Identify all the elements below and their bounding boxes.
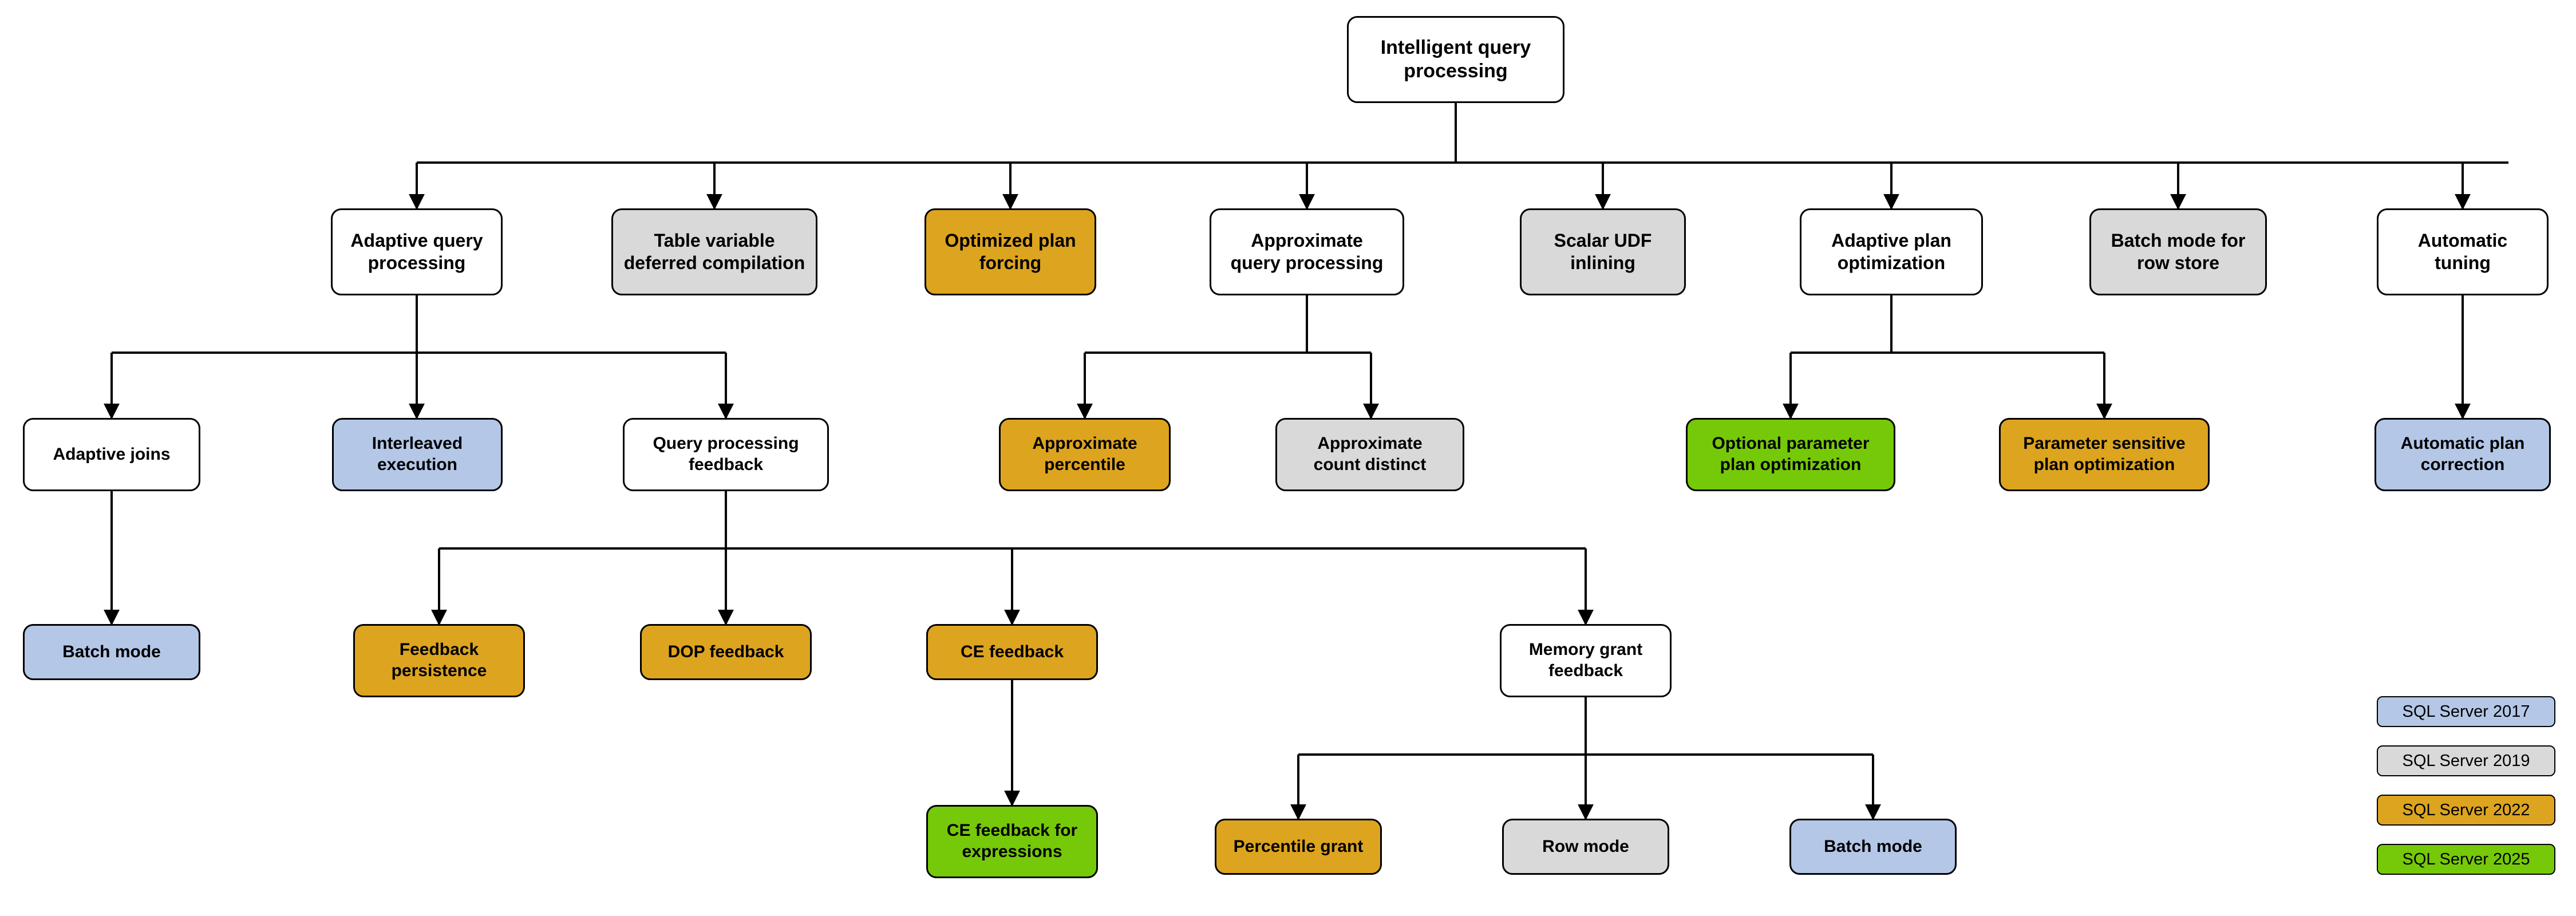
node-adaptive-plan-optimization[interactable]: Adaptive plan optimization [1800, 208, 1983, 295]
node-label: Automatic plan correction [2400, 434, 2525, 474]
node-automatic-plan-correction[interactable]: Automatic plan correction [2374, 418, 2551, 491]
node-label: Batch mode [62, 642, 161, 661]
node-memory-grant-row-mode[interactable]: Row mode [1502, 819, 1669, 875]
node-optimized-plan-forcing[interactable]: Optimized plan forcing [924, 208, 1096, 295]
node-batch-mode-for-row-store[interactable]: Batch mode for row store [2089, 208, 2267, 295]
node-label: Interleaved execution [372, 434, 463, 474]
legend-item-sql-server-2022[interactable]: SQL Server 2022 [2377, 795, 2555, 826]
legend-item-sql-server-2019[interactable]: SQL Server 2019 [2377, 745, 2555, 776]
node-parameter-sensitive-plan-optimization[interactable]: Parameter sensitive plan optimization [1999, 418, 2210, 491]
node-label: Percentile grant [1233, 836, 1364, 856]
node-feedback-persistence[interactable]: Feedback persistence [353, 624, 525, 697]
node-label: Parameter sensitive plan optimization [2023, 434, 2186, 474]
legend-label: SQL Server 2025 [2402, 850, 2530, 868]
legend-label: SQL Server 2017 [2402, 702, 2530, 721]
node-label: Query processing feedback [653, 434, 799, 474]
node-intelligent-query-processing[interactable]: Intelligent query processing [1347, 16, 1564, 103]
node-label: CE feedback for expressions [946, 821, 1078, 861]
node-query-processing-feedback[interactable]: Query processing feedback [623, 418, 829, 491]
legend-item-sql-server-2025[interactable]: SQL Server 2025 [2377, 844, 2555, 875]
node-approximate-query-processing[interactable]: Approximate query processing [1210, 208, 1404, 295]
node-memory-grant-feedback[interactable]: Memory grant feedback [1500, 624, 1672, 697]
node-adaptive-query-processing[interactable]: Adaptive query processing [331, 208, 503, 295]
node-dop-feedback[interactable]: DOP feedback [640, 624, 812, 680]
node-label: Memory grant feedback [1528, 640, 1643, 680]
node-label: Scalar UDF inlining [1554, 230, 1652, 273]
node-label: Optional parameter plan optimization [1712, 434, 1870, 474]
node-label: DOP feedback [667, 642, 784, 661]
node-label: Batch mode [1824, 836, 1922, 856]
node-label: Row mode [1542, 836, 1629, 856]
node-label: CE feedback [960, 642, 1064, 661]
node-label: Adaptive plan optimization [1831, 230, 1951, 273]
node-label: Intelligent query processing [1380, 36, 1531, 82]
node-approximate-count-distinct[interactable]: Approximate count distinct [1275, 418, 1464, 491]
node-table-variable-deferred-compilation[interactable]: Table variable deferred compilation [611, 208, 817, 295]
node-label: Automatic tuning [2417, 230, 2508, 273]
legend-label: SQL Server 2022 [2402, 800, 2530, 819]
legend-item-sql-server-2017[interactable]: SQL Server 2017 [2377, 696, 2555, 727]
node-label: Batch mode for row store [2111, 230, 2246, 273]
legend-label: SQL Server 2019 [2402, 751, 2530, 770]
node-optional-parameter-plan-optimization[interactable]: Optional parameter plan optimization [1686, 418, 1895, 491]
node-automatic-tuning[interactable]: Automatic tuning [2377, 208, 2549, 295]
node-ce-feedback-for-expressions[interactable]: CE feedback for expressions [926, 805, 1098, 878]
node-label: Approximate count distinct [1313, 434, 1427, 474]
node-label: Feedback persistence [391, 640, 487, 680]
node-approximate-percentile[interactable]: Approximate percentile [999, 418, 1171, 491]
node-percentile-grant[interactable]: Percentile grant [1215, 819, 1382, 875]
node-label: Table variable deferred compilation [623, 230, 805, 273]
node-label: Approximate query processing [1230, 230, 1384, 273]
node-label: Optimized plan forcing [945, 230, 1076, 273]
node-memory-grant-batch-mode[interactable]: Batch mode [1789, 819, 1957, 875]
node-adaptive-joins[interactable]: Adaptive joins [23, 418, 200, 491]
node-interleaved-execution[interactable]: Interleaved execution [332, 418, 503, 491]
node-scalar-udf-inlining[interactable]: Scalar UDF inlining [1520, 208, 1686, 295]
node-label: Approximate percentile [1032, 434, 1137, 474]
node-label: Adaptive joins [53, 444, 171, 464]
node-label: Adaptive query processing [350, 230, 483, 273]
node-adaptive-joins-batch-mode[interactable]: Batch mode [23, 624, 200, 680]
node-ce-feedback[interactable]: CE feedback [926, 624, 1098, 680]
